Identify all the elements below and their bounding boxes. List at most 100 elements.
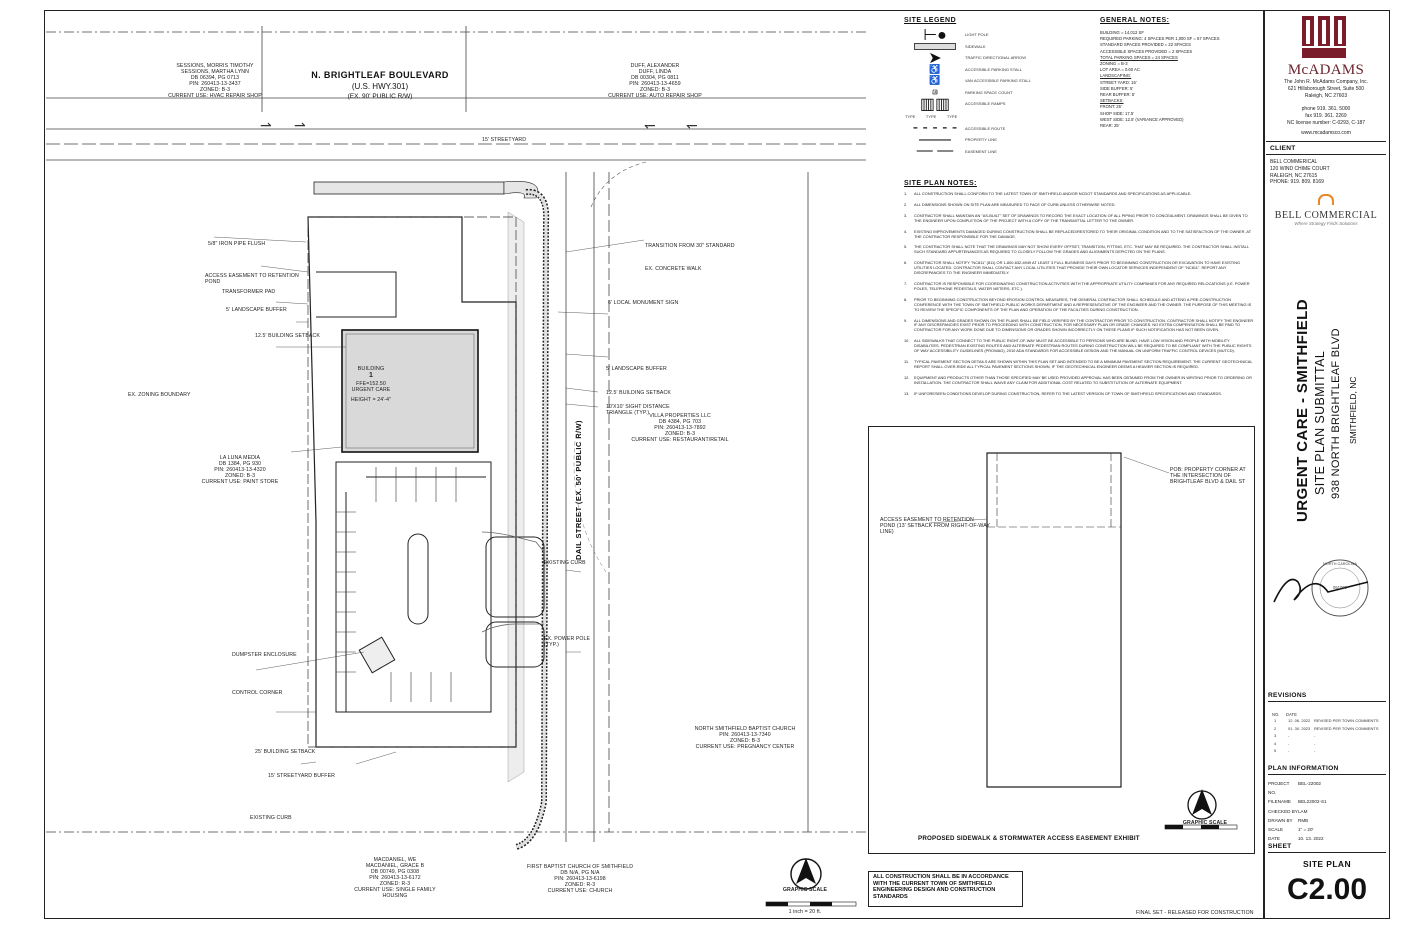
project-address: 938 NORTH BRIGHTLEAF BLVD (1330, 328, 1342, 499)
legend-row: ⊢●LIGHT POLE (905, 26, 1095, 44)
building-number: 1 (369, 372, 373, 379)
seal-icon (1273, 559, 1369, 617)
owner-e: VILLA PROPERTIES LLC DB 4384, PG 703 PIN… (631, 413, 729, 443)
revision-row: 4-- (1274, 740, 1316, 746)
building-ffe: FFE=152.50 (356, 381, 386, 387)
callout: ACCESS EASEMENT TO RETENTION POND (205, 273, 299, 285)
arrow-icon: ➤ (928, 49, 942, 67)
final-set-label: FINAL SET - RELEASED FOR CONSTRUCTION (1136, 910, 1254, 916)
general-notes-title: GENERAL NOTES: (1100, 17, 1170, 24)
legend-row: TYPE TYPE TYPE (905, 113, 958, 119)
easement-exhibit (868, 426, 1255, 854)
construction-note: ALL CONSTRUCTION SHALL BE IN ACCORDANCE … (868, 871, 1023, 907)
note-item: 13.IF UNFORESEEN CONDITIONS DEVELOP DURI… (904, 390, 1222, 396)
callout: 12.5' BUILDING SETBACK (255, 333, 320, 339)
property-line-icon: —— (919, 130, 951, 148)
callout: 6' LOCAL MONUMENT SIGN (608, 300, 679, 306)
legend-row: — —EASEMENT LINE (905, 142, 1095, 159)
svg-text:↽: ↽ (686, 118, 698, 134)
legend-title: SITE LEGEND (904, 17, 957, 24)
legend-row: - - - - -ACCESSIBLE ROUTE (905, 119, 1095, 137)
note-item: 3.CONTRACTOR SHALL MAINTAIN AN "AS-BUILT… (904, 212, 1248, 223)
owner-nw: SESSIONS, MORRIS TIMOTHY SESSIONS, MARTH… (168, 63, 262, 99)
callout: EX. CONCRETE WALK (645, 266, 702, 272)
light-pole-icon: ⊢● (923, 26, 947, 44)
note-item: 7.CONTRACTOR IS RESPONSIBLE FOR COORDINA… (904, 280, 1250, 291)
building-height: HEIGHT = 24'-4" (350, 397, 392, 403)
van-accessible-icon: ♿ (929, 75, 941, 86)
svg-text:⇀: ⇀ (260, 118, 272, 134)
sheet-number: C2.00 (1286, 873, 1368, 906)
callout: 5/8" IRON PIPE FLUSH (208, 241, 266, 247)
note-item: 6.CONTRACTOR SHALL NOTIFY "NC811" (811) … (904, 260, 1241, 276)
revision-row: 3-- (1274, 733, 1316, 739)
site-legend: ⊢●LIGHT POLE SIDEWALK ➤TRAFFIC DIRECTION… (905, 26, 1095, 160)
note-item: 10.ALL SIDEWALKS THAT CONNECT TO THE PUB… (904, 338, 1252, 354)
exhibit-callout-1: ACCESS EASEMENT TO RETENTION POND (13' S… (880, 517, 990, 535)
callout: CONTROL CORNER (232, 690, 283, 696)
general-notes: BUILDING = 14,012 SF REQUIRED PARKING: 4… (1100, 30, 1220, 129)
road-north-name: N. BRIGHTLEAF BOULEVARD (311, 70, 449, 80)
note-item: 8.PRIOR TO BEGINNING CONSTRUCTION BEYOND… (904, 296, 1252, 312)
building-label: BUILDING (357, 366, 385, 372)
exhibit-callout-2: POB: PROPERTY CORNER AT THE INTERSECTION… (1170, 467, 1246, 485)
plan-graphic-scale: GRAPHIC SCALE (782, 887, 828, 893)
firm-name: McADAMS (1287, 62, 1365, 78)
callout: EX. ZONING BOUNDARY (128, 392, 191, 398)
note-item: 11.TYPICAL PAVEMENT SECTION DETAILS ARE … (904, 358, 1253, 369)
accessible-route-icon: - - - - - (912, 119, 958, 137)
owner-ne: DUFF, ALEXANDER DUFF, LINDA DB 00304, PG… (608, 63, 702, 99)
mcadams-logo-icon (1266, 14, 1386, 62)
exhibit-drawing (928, 452, 1238, 830)
plan-information: PLAN INFORMATION PROJECT NO.BEL-22002 FI… (1268, 765, 1386, 843)
road-north-row: (EX. 90' PUBLIC R/W) (347, 93, 413, 100)
callout: DUMPSTER ENCLOSURE (232, 652, 297, 658)
title-block-content: McADAMS The John R. McAdams Company, Inc… (1266, 12, 1386, 226)
sheet-block: SHEET SITE PLAN C2.00 (1268, 843, 1386, 907)
legend-row: ▥▥ACCESSIBLE RAMPS (905, 96, 1095, 113)
project-title: URGENT CARE - SMITHFIELD (1294, 299, 1311, 522)
note-item: 12.EQUIPMENT AND PRODUCTS OTHER THAN THO… (904, 374, 1252, 385)
road-east-name: DAIL STREET (EX. 50' PUBLIC R/W) (574, 420, 583, 560)
accessible-icon: ♿ (929, 63, 941, 74)
owner-s2: FIRST BAPTIST CHURCH OF SMITHFIELD DB N/… (526, 864, 634, 894)
owner-w: LA LUNA MEDIA DB 1384, PG 930 PIN: 26041… (201, 455, 279, 485)
note-item: 1.ALL CONSTRUCTION SHALL CONFORM TO THE … (904, 191, 1192, 196)
legend-row: SIDEWALK (905, 41, 1095, 53)
revision-row: 5-- (1274, 748, 1316, 754)
client-logo: BELL COMMERCIAL (1274, 210, 1378, 222)
plan-scale-text: 1 inch = 20 ft. (788, 909, 822, 915)
legend-row: ♿VAN ACCESSIBLE PARKING STALL (905, 75, 1095, 87)
legend-row: ——PROPERTY LINE (905, 130, 1095, 148)
title-block (1264, 10, 1390, 919)
legend-row: ➤TRAFFIC DIRECTIONAL ARROW (905, 49, 1095, 67)
callout: EXISTING CURB (250, 815, 292, 821)
plan-info-row: PROJECT NO.BEL-22002 (1268, 781, 1321, 796)
callout: 12.5' BUILDING SETBACK (606, 390, 671, 396)
sheet-border (44, 10, 1264, 919)
callout: 5' LANDSCAPE BUFFER (606, 366, 667, 372)
callout: EX. POWER POLE (TYP.) (544, 636, 591, 648)
callout: TRANSITION FROM 30" STANDARD (645, 243, 735, 249)
callout: 15' STREETYARD (482, 137, 527, 143)
note-item: 9.ALL DIMENSIONS AND GRADES SHOWN ON THE… (904, 317, 1254, 333)
exhibit-title: PROPOSED SIDEWALK & STORMWATER ACCESS EA… (918, 835, 1140, 842)
callout: EXISTING CURB (544, 560, 586, 566)
site-plan-drawing: ⇀ ⇀ ↽ ↽ (46, 26, 866, 907)
note-item: 4.EXISTING IMPROVEMENTS DAMAGED DURING C… (904, 228, 1252, 239)
callout: 15' STREETYARD BUFFER (268, 773, 335, 779)
note-item: 2.ALL DIMENSIONS SHOWN ON SITE PLAN ARE … (904, 201, 1116, 207)
building-use: URGENT CARE (351, 387, 391, 393)
engineer-seal: NORTH CAROLINA 051000 (1268, 552, 1386, 620)
svg-text:↽: ↽ (644, 118, 656, 134)
sidewalk-icon (905, 41, 965, 51)
